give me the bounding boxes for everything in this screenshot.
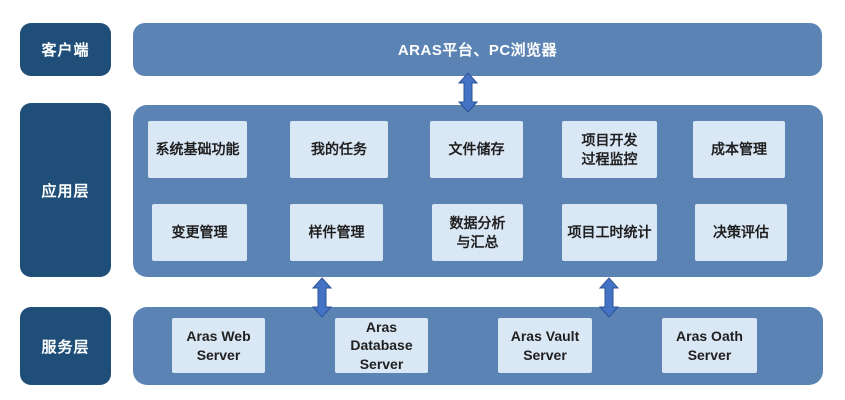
double-arrow-icon-client-app	[457, 72, 479, 113]
app-module-box-change-management: 变更管理	[152, 204, 247, 261]
app-module-box-project-hours: 项目工时统计	[562, 204, 657, 261]
app-module-box-decision-evaluation: 决策评估	[695, 204, 787, 261]
server-box-web: Aras Web Server	[172, 318, 265, 373]
app-module-box-sample-management: 样件管理	[290, 204, 383, 261]
layer-label-application: 应用层	[20, 103, 111, 277]
server-box-vault: Aras Vault Server	[498, 318, 592, 373]
layer-label-service: 服务层	[20, 307, 111, 385]
app-module-box-dev-process-monitor: 项目开发 过程监控	[562, 121, 657, 178]
double-arrow-icon-app-service-left	[311, 277, 333, 318]
platform-bar: ARAS平台、PC浏览器	[133, 23, 822, 76]
server-box-database: Aras Database Server	[335, 318, 428, 373]
app-module-box-system-basics: 系统基础功能	[148, 121, 247, 178]
app-module-box-file-storage: 文件储存	[430, 121, 523, 178]
double-arrow-icon-app-service-right	[598, 277, 620, 318]
app-module-box-my-tasks: 我的任务	[290, 121, 388, 178]
app-module-box-cost-management: 成本管理	[693, 121, 785, 178]
app-module-box-data-analysis: 数据分析 与汇总	[432, 204, 523, 261]
server-box-oath: Aras Oath Server	[662, 318, 757, 373]
layer-label-client: 客户端	[20, 23, 111, 76]
